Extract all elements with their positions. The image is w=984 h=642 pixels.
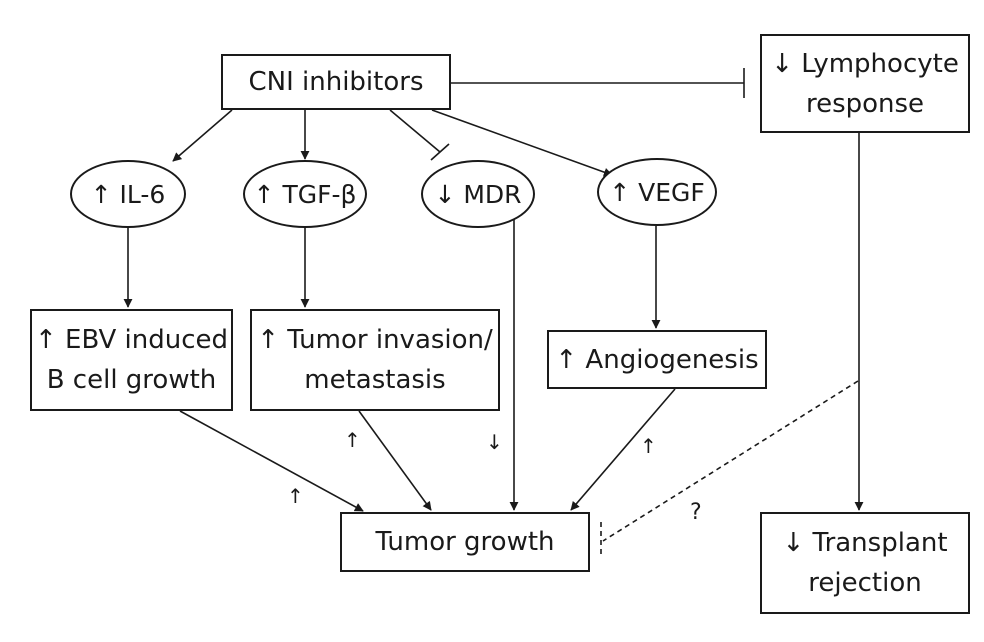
node-ebv-b-cell-growth: ↑ EBV induced B cell growth [30, 309, 233, 411]
edge-label-ebv-to-tumor: ↑ [287, 484, 304, 508]
edge-angio-to-tumor [570, 388, 676, 511]
node-angiogenesis: ↑ Angiogenesis [547, 330, 767, 389]
node-mdr-label: ↓ MDR [434, 179, 522, 209]
node-angio-label: ↑ Angiogenesis [555, 344, 759, 375]
edge-invasion-to-tumor [358, 410, 432, 511]
node-il6-label: ↑ IL-6 [90, 179, 166, 209]
node-vegf-label: ↑ VEGF [609, 177, 705, 207]
node-invasion-line1: ↑ Tumor invasion/ [257, 325, 493, 355]
edge-cni-to-mdr [389, 109, 441, 153]
node-cni-inhibitors: CNI inhibitors [221, 54, 451, 110]
node-invasion-line2: metastasis [304, 365, 446, 395]
node-tumor-invasion: ↑ Tumor invasion/ metastasis [250, 309, 500, 411]
node-cni-label: CNI inhibitors [248, 67, 424, 97]
node-lymphocyte-line2: response [805, 88, 925, 119]
edge-label-uncertain: ? [690, 500, 702, 525]
node-tgfb-label: ↑ TGF-β [253, 179, 357, 209]
node-transplant-line1: ↓ Transplant [782, 528, 948, 558]
node-il6: ↑ IL-6 [70, 160, 186, 228]
node-transplant-line2: rejection [808, 568, 922, 598]
edge-label-mdr-to-tumor: ↓ [486, 430, 503, 454]
node-tumor-growth: Tumor growth [340, 512, 590, 572]
node-mdr: ↓ MDR [421, 160, 535, 228]
node-ebv-line1: ↑ EBV induced [34, 325, 229, 355]
node-ebv-line2: B cell growth [46, 365, 217, 395]
node-lymphocyte-response: ↓ Lymphocyte response [760, 34, 970, 133]
node-lymphocyte-line1: ↓ Lymphocyte [771, 48, 959, 79]
edge-cni-to-il6 [172, 109, 233, 162]
node-tumor-label: Tumor growth [375, 527, 555, 557]
node-tgf-beta: ↑ TGF-β [243, 160, 367, 228]
edge-cni-to-vegf [431, 109, 613, 177]
node-vegf: ↑ VEGF [597, 158, 717, 226]
edge-label-invasion-to-tumor: ↑ [344, 428, 361, 452]
edge-label-angio-to-tumor: ↑ [640, 434, 657, 458]
node-transplant-rejection: ↓ Transplant rejection [760, 512, 970, 614]
edge-cni-to-mdr-bar [430, 143, 450, 161]
edge-ebv-to-tumor [179, 410, 364, 512]
